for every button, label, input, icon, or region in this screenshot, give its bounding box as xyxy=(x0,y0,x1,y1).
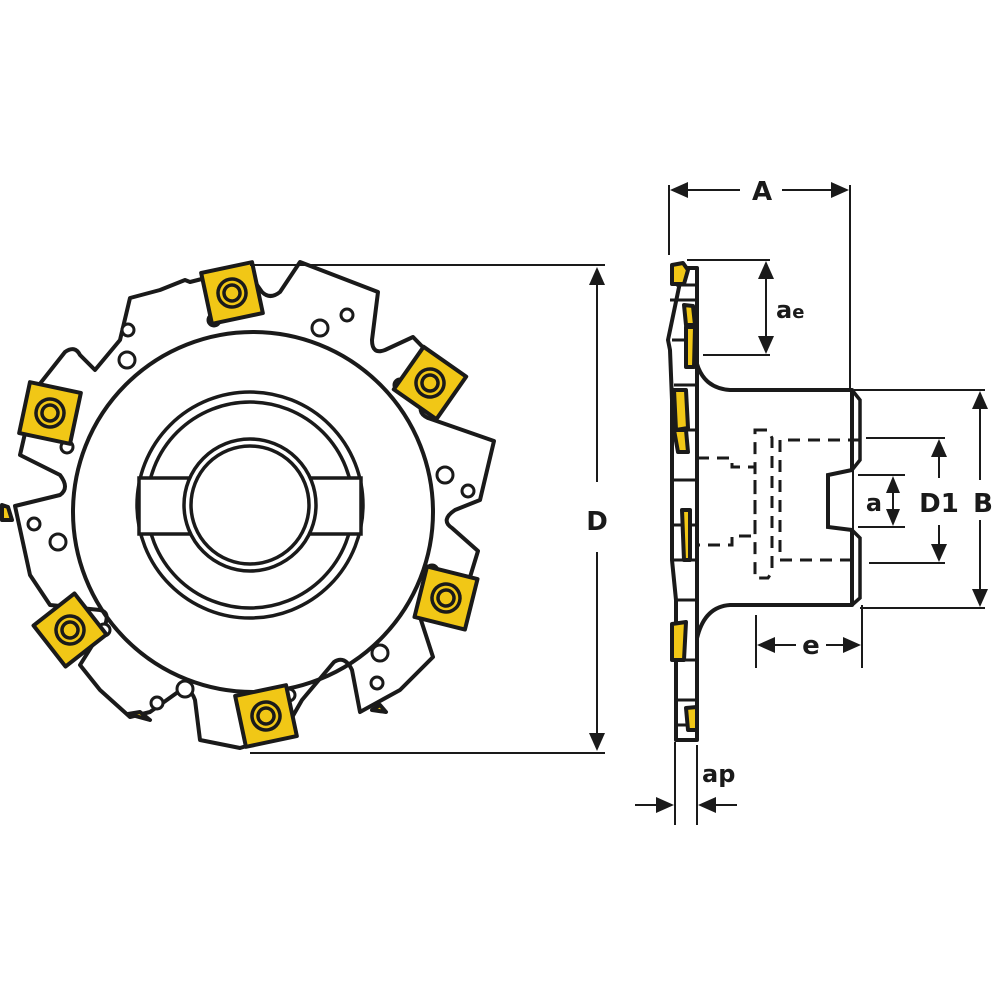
e-arrow-right xyxy=(843,637,861,653)
insert-partial-left xyxy=(0,503,14,522)
insert-right xyxy=(412,564,480,632)
insert-left xyxy=(17,380,83,446)
a-arrow-right xyxy=(831,182,849,198)
insert-top xyxy=(199,260,265,326)
d1-arrow-down xyxy=(931,544,947,562)
d-arrow-down xyxy=(589,733,605,751)
insert-bottom xyxy=(233,683,299,749)
dimension-label-keyway-a: a xyxy=(866,489,882,517)
keyway-notch xyxy=(826,468,853,532)
dimension-label-d1: D1 xyxy=(919,489,959,519)
front-view: D xyxy=(0,260,608,754)
dimension-label-b: B xyxy=(973,489,993,519)
a-arrow-left xyxy=(670,182,688,198)
ae-arrow-down xyxy=(758,336,774,354)
side-view: A ae B D1 a xyxy=(635,177,993,825)
dimension-label-d: D xyxy=(586,507,608,537)
ap-arrow-right-pointing xyxy=(656,797,674,813)
hub-chamfer-bottom xyxy=(850,528,862,607)
b-arrow-down xyxy=(972,589,988,607)
dimension-label-ap: ap xyxy=(702,760,735,788)
dimension-label-e: e xyxy=(802,631,820,661)
insert-partial-bottom-left xyxy=(126,710,152,722)
ap-arrow-left-pointing xyxy=(698,797,716,813)
bore-inner xyxy=(189,444,311,566)
screw-holes xyxy=(26,307,476,711)
ae-arrow-up xyxy=(758,261,774,279)
dimension-label-ae: ae xyxy=(776,296,804,324)
d-arrow-up xyxy=(589,267,605,285)
hidden-bore-lines xyxy=(697,428,860,580)
d1-arrow-up xyxy=(931,439,947,457)
side-inserts xyxy=(670,261,699,732)
dimension-label-a: A xyxy=(752,177,772,207)
keyway-arrow-down xyxy=(886,509,900,526)
insert-partial-bottom-right xyxy=(370,703,388,714)
e-arrow-left xyxy=(757,637,775,653)
b-arrow-up xyxy=(972,391,988,409)
inner-ring-outer xyxy=(135,390,365,620)
keyway-arrow-up xyxy=(886,476,900,493)
hub-chamfer-top xyxy=(850,388,862,472)
